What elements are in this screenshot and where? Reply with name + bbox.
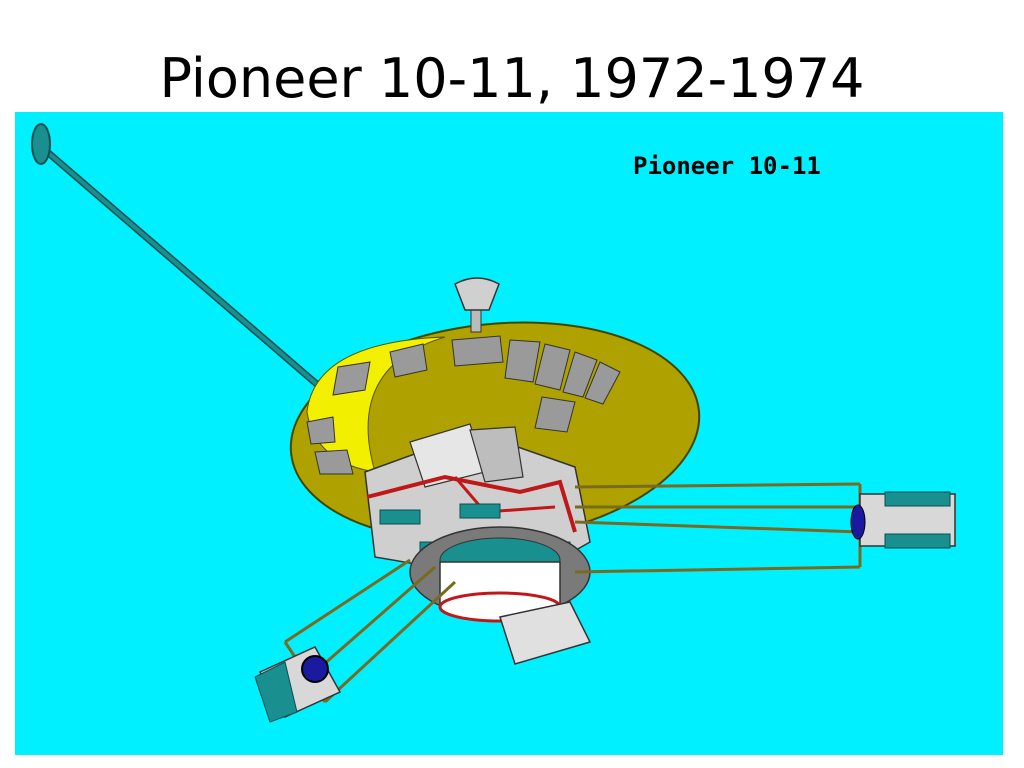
red-trim-upper [366,474,577,533]
rtg-struts-left [283,558,457,704]
rtg-right [850,491,956,549]
illustration-caption: Pioneer 10-11 [633,152,821,180]
antenna-feed [454,277,500,311]
pioneer-spacecraft-drawing: Pioneer 10-11 [15,112,1003,755]
slide-title: Pioneer 10-11, 1972-1974 [159,47,865,110]
spacecraft-illustration: Pioneer 10-11 [15,112,1003,755]
dish-panels [306,335,621,475]
instrument-box-side [469,426,524,483]
lower-sensor-box [499,601,592,665]
rtg-left [254,646,342,723]
magnetometer-sensor [31,123,51,165]
